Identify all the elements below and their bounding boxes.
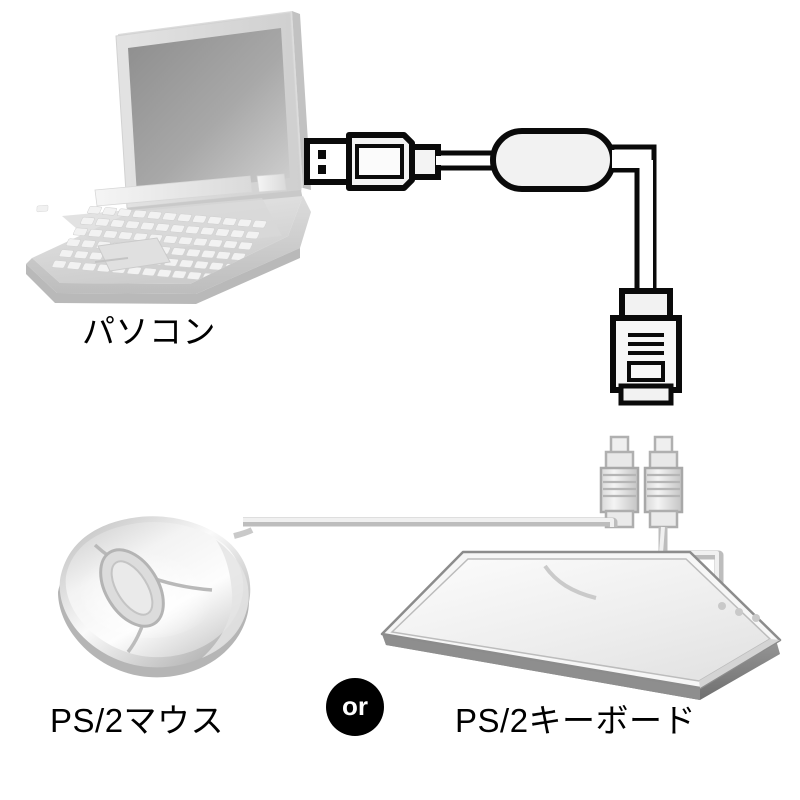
ps2-plug-icon-keyboard (643, 435, 684, 529)
ps2-plug-pair (599, 435, 684, 529)
or-badge: or (326, 678, 384, 736)
laptop-icon (26, 11, 311, 304)
mini-din-connector-icon (610, 288, 682, 406)
label-ps2-keyboard: PS/2キーボード (455, 702, 697, 739)
mouse-cable (243, 517, 618, 527)
inline-adapter-icon (490, 128, 616, 192)
mouse-scroll-wheel (99, 548, 165, 628)
label-pc: パソコン (82, 313, 216, 350)
laptop-keys (36, 204, 49, 213)
trackpad (97, 237, 171, 272)
ps2-plug-icon-mouse (599, 435, 640, 529)
usb-connector-icon (304, 132, 441, 191)
or-badge-text: or (342, 691, 368, 721)
usb-converter-cable (304, 128, 682, 406)
mouse-icon (58, 516, 254, 678)
label-ps2-mouse: PS/2マウス (50, 702, 225, 739)
keyboard-indicator-leds (718, 602, 760, 622)
